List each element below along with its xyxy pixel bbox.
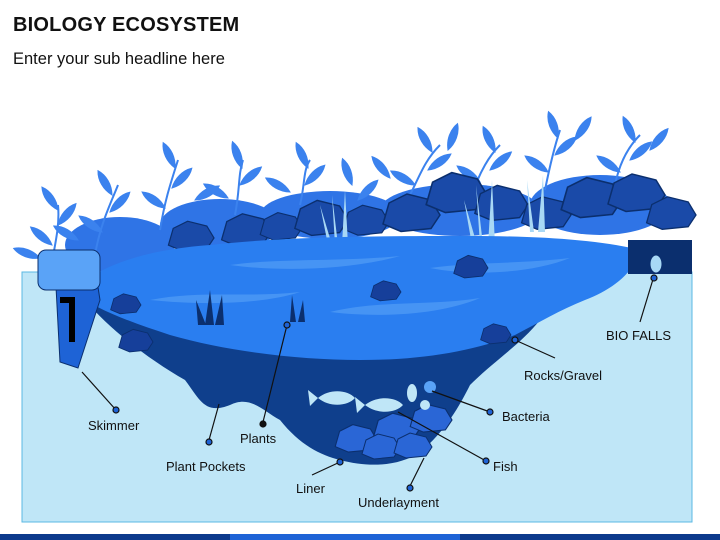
label-plants: Plants (240, 431, 277, 446)
label-rocks-gravel: Rocks/Gravel (524, 368, 603, 383)
skimmer (37, 249, 101, 369)
reeds (320, 175, 545, 245)
page-subtitle: Enter your sub headline here (13, 50, 225, 68)
foliage (11, 109, 672, 273)
page-title: BIOLOGY ECOSYSTEM (13, 14, 240, 36)
label-plant-pockets: Plant Pockets (166, 459, 246, 474)
pond-plants (196, 290, 305, 325)
label-fish: Fish (493, 459, 518, 474)
label-bio-falls: BIO FALLS (606, 328, 672, 343)
bio-falls (628, 240, 692, 274)
bacteria-icons (407, 381, 436, 410)
label-liner: Liner (296, 481, 325, 496)
label-skimmer: Skimmer (88, 418, 140, 433)
fish-group (308, 390, 403, 413)
footer-bar (0, 534, 720, 540)
label-bacteria: Bacteria (502, 409, 550, 424)
callout-lines (81, 274, 658, 492)
label-underlayment: Underlayment (358, 495, 439, 510)
